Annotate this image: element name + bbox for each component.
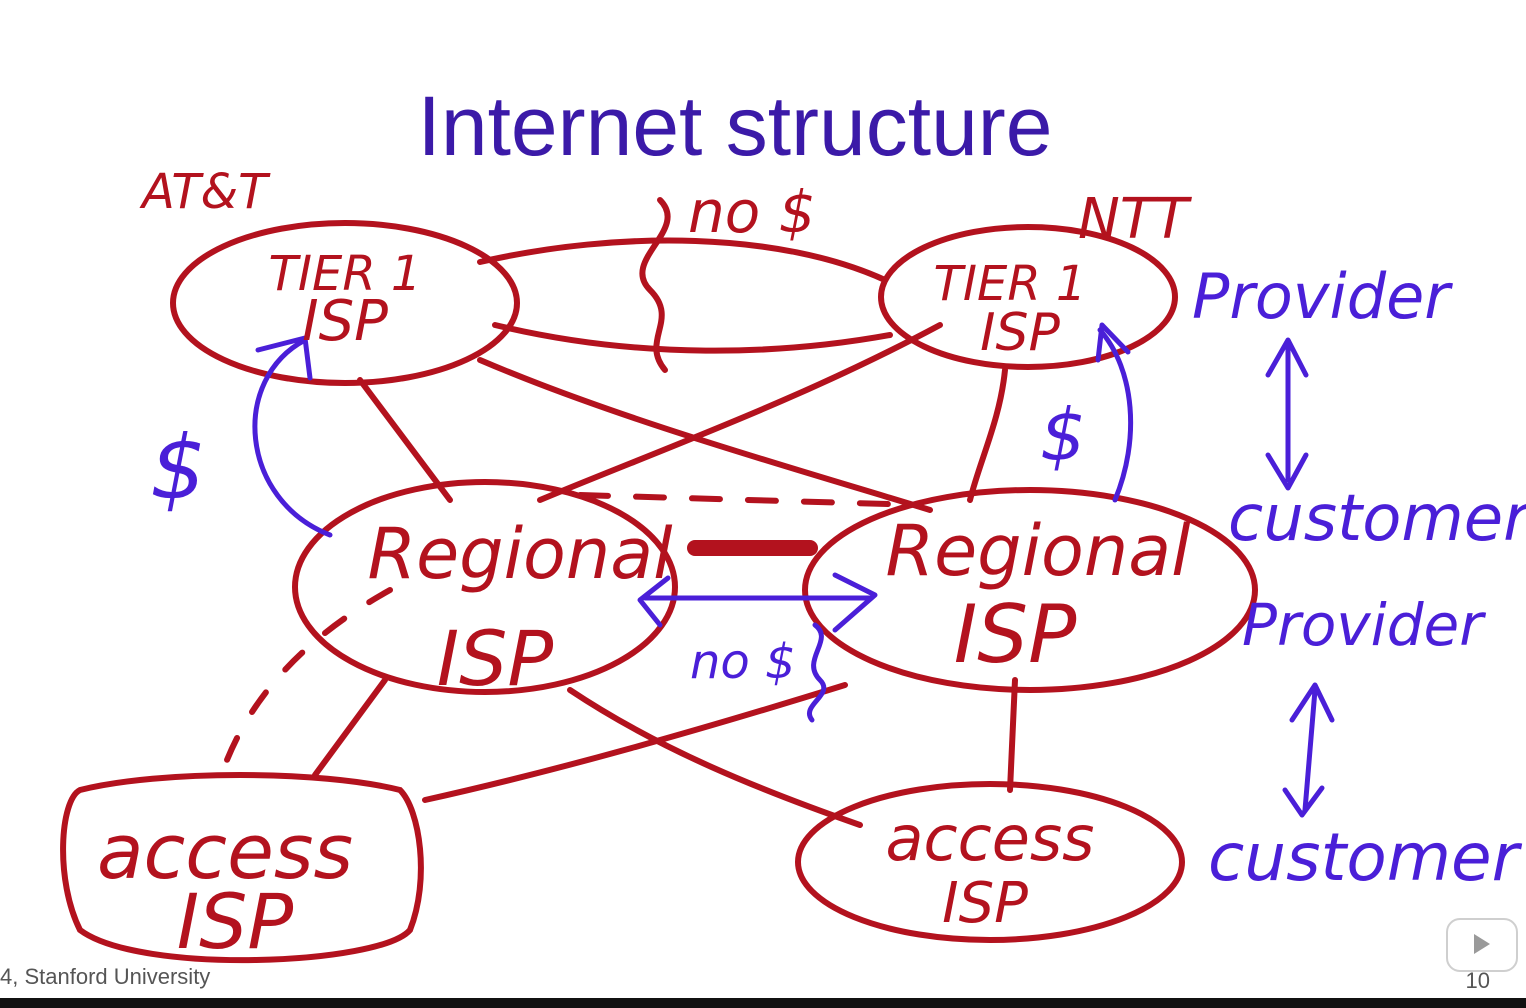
- upper-provider-label: Provider: [1192, 260, 1453, 333]
- tier1-left-line1: TIER 1: [269, 246, 422, 302]
- access-left-box: [60, 772, 424, 964]
- slide-footer: 4, Stanford University: [0, 964, 211, 989]
- link-regionalright-accessleft: [422, 682, 848, 803]
- link-regionalright-accessright: [1007, 677, 1018, 793]
- tier1-right-ellipse: [878, 224, 1178, 370]
- tier1-left-owner: AT&T: [139, 164, 271, 220]
- peering-top-label: no $: [688, 178, 816, 246]
- bottom-bar: [0, 998, 1526, 1008]
- regional-left-line2: ISP: [437, 614, 554, 703]
- link-tier1-peering-top: [477, 237, 888, 283]
- arrow-head-tier1right: [1095, 322, 1131, 363]
- paid-left-label: $: [150, 416, 206, 519]
- lower-provider-label: Provider: [1242, 591, 1486, 659]
- tier1-left-line2: ISP: [302, 289, 388, 354]
- link-dashed-regional-top: [577, 492, 923, 508]
- regional-left-line1: Regional: [367, 513, 673, 595]
- play-icon[interactable]: [1446, 918, 1518, 972]
- access-left-line2: ISP: [177, 877, 294, 966]
- play-triangle-icon: [1474, 934, 1490, 954]
- page-number: 10: [1465, 968, 1490, 993]
- tier1-right-owner: NTT: [1078, 187, 1192, 252]
- link-tier1right-regionalleft: [537, 322, 943, 503]
- upper-customer-label: customer: [1228, 482, 1526, 556]
- relationship-arrow-upper: [1265, 337, 1309, 491]
- link-tier1right-regionalright: [967, 367, 1008, 503]
- access-right-line1: access: [886, 802, 1095, 875]
- lower-customer-label: customer: [1208, 819, 1523, 896]
- arrow-regionalleft-to-tier1left: [252, 337, 333, 538]
- regional-right-line2: ISP: [954, 588, 1077, 681]
- peering-regional-squiggle: [807, 622, 827, 723]
- tier1-right-line2: ISP: [980, 303, 1060, 363]
- peering-break-squiggle: [639, 197, 671, 373]
- link-regionalleft-accessright: [567, 687, 863, 828]
- regional-right-line1: Regional: [885, 510, 1191, 592]
- relationship-arrow-lower: [1282, 682, 1335, 818]
- arrow-head-regional-right: [832, 572, 878, 633]
- arrow-head-regional-left: [637, 575, 671, 628]
- link-tier1-peering-bottom: [492, 322, 893, 354]
- access-right-ellipse: [795, 781, 1185, 943]
- slide-title: Internet structure: [417, 79, 1053, 173]
- regional-left-ellipse: [292, 479, 678, 695]
- link-dashed-regionalleft-accessleft: [222, 587, 393, 768]
- peering-regional-label: no $: [690, 634, 796, 690]
- link-tier1left-regionalright: [477, 357, 933, 513]
- regional-right-ellipse: [802, 487, 1258, 693]
- paid-right-label: $: [1040, 393, 1086, 477]
- tier1-right-line1: TIER 1: [934, 256, 1087, 312]
- access-right-line2: ISP: [942, 871, 1028, 936]
- access-left-line1: access: [97, 807, 353, 896]
- arrow-head-tier1left: [255, 335, 313, 381]
- link-regionalleft-accessleft: [312, 677, 388, 778]
- link-tier1left-regionalleft: [357, 377, 453, 503]
- tier1-left-ellipse: [170, 220, 520, 386]
- arrow-regionalright-to-tier1right: [1097, 327, 1134, 503]
